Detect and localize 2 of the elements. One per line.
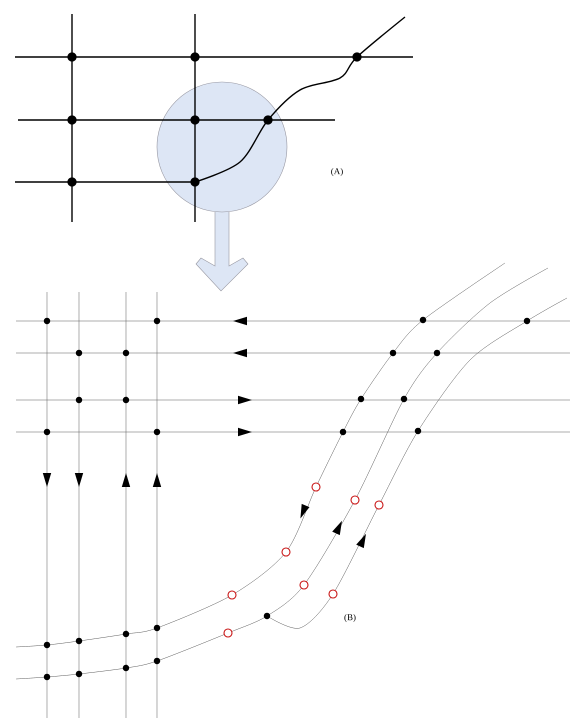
panel-label: (A) bbox=[331, 168, 343, 176]
panel-label: (B) bbox=[344, 614, 356, 622]
